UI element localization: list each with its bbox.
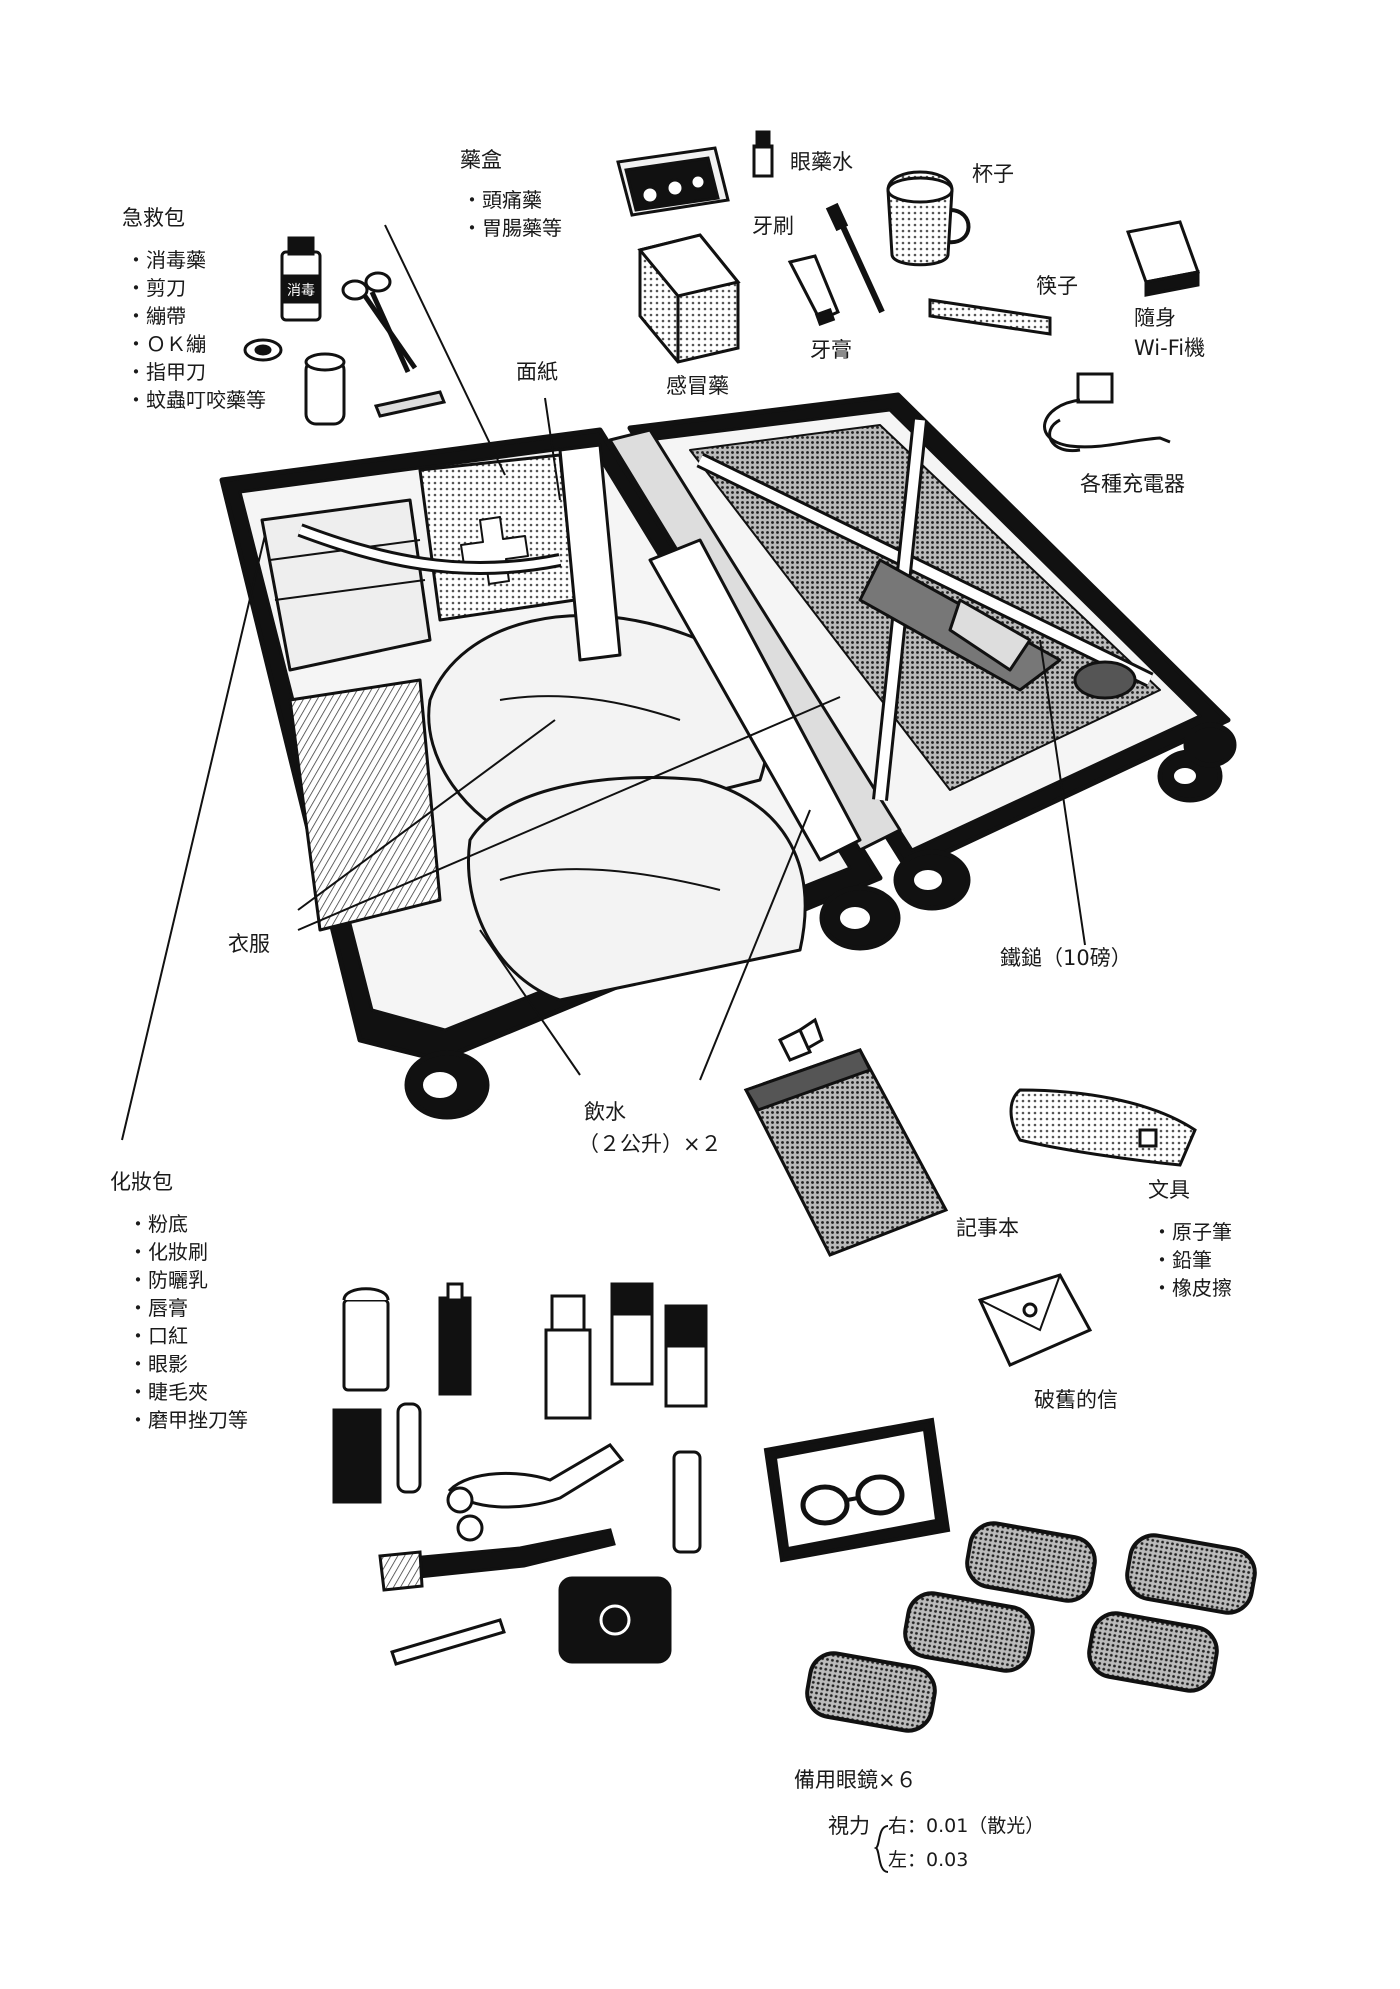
dumbbell-label: 鐵鎚（10磅）: [1000, 946, 1132, 970]
toothbrush-label: 牙刷: [752, 214, 794, 238]
first-aid-item: 蚊蟲叮咬藥等: [126, 386, 266, 414]
cold-medicine-label: 感冒藥: [666, 374, 729, 398]
glasses-case-illustration: [763, 1417, 951, 1563]
charger-illustration: [1043, 372, 1171, 453]
cup-illustration: [886, 170, 971, 267]
medicine-box-list: 頭痛藥 胃腸藥等: [462, 186, 562, 242]
tissues-label: 面紙: [516, 360, 558, 384]
makeup-items-illustration: [332, 1282, 708, 1666]
water-label-line2: （２公升）×２: [578, 1132, 722, 1156]
chargers-label: 各種充電器: [1080, 472, 1185, 496]
eyesight-label: 視力: [828, 1814, 870, 1838]
pocket-wifi-label-line2: Wi-Fi機: [1134, 336, 1206, 360]
stationery-label: 文具: [1148, 1178, 1190, 1202]
cup-label: 杯子: [972, 162, 1014, 186]
eyesight-left: 左：0.03: [888, 1849, 969, 1871]
first-aid-items-illustration: 消毒: [243, 236, 447, 426]
first-aid-item: 指甲刀: [126, 358, 266, 386]
makeup-item: 化妝刷: [128, 1238, 248, 1266]
makeup-item: 眼影: [128, 1350, 248, 1378]
makeup-item: 睫毛夾: [128, 1378, 248, 1406]
cold-medicine-box-illustration: [637, 233, 741, 364]
stationery-item: 原子筆: [1152, 1218, 1232, 1246]
medicine-box-item: 頭痛藥: [462, 186, 562, 214]
makeup-bag-list: 粉底 化妝刷 防曬乳 唇膏 口紅 眼影 睫毛夾 磨甲挫刀等: [128, 1210, 248, 1434]
pill-box-illustration: [616, 146, 730, 217]
stationery-item: 鉛筆: [1152, 1246, 1232, 1274]
stationery-list: 原子筆 鉛筆 橡皮擦: [1152, 1218, 1232, 1302]
makeup-item: 口紅: [128, 1322, 248, 1350]
old-letter-illustration: [977, 1273, 1093, 1367]
toothbrush-illustration: [825, 202, 885, 314]
first-aid-item: ＯＫ繃: [126, 330, 266, 358]
spare-glasses-cases: [805, 1521, 1257, 1733]
disinfectant-label: 消毒: [287, 283, 315, 299]
clothes-label: 衣服: [228, 932, 270, 956]
pocket-wifi-illustration: [1125, 220, 1201, 297]
water-label-line1: 飲水: [584, 1100, 626, 1124]
pocket-wifi-label-line1: 隨身: [1134, 306, 1176, 330]
first-aid-item: 剪刀: [126, 274, 266, 302]
eyesight-right: 右：0.01（散光）: [888, 1815, 1045, 1837]
makeup-bag-label: 化妝包: [110, 1170, 173, 1194]
eyesight-bracket: [873, 1825, 889, 1873]
makeup-item: 磨甲挫刀等: [128, 1406, 248, 1434]
pencil-case-illustration: [1009, 1088, 1197, 1167]
spare-glasses-label: 備用眼鏡×６: [794, 1768, 917, 1792]
chopsticks-label: 筷子: [1036, 274, 1078, 298]
notebook-label: 記事本: [956, 1216, 1019, 1240]
makeup-item: 唇膏: [128, 1294, 248, 1322]
medicine-box-item: 胃腸藥等: [462, 214, 562, 242]
makeup-item: 粉底: [128, 1210, 248, 1238]
first-aid-item: 繃帶: [126, 302, 266, 330]
suitcase-contents: [260, 419, 1154, 1002]
stationery-item: 橡皮擦: [1152, 1274, 1232, 1302]
first-aid-item: 消毒藥: [126, 246, 266, 274]
first-aid-kit-label: 急救包: [122, 206, 185, 230]
toothpaste-label: 牙膏: [810, 338, 852, 362]
chopsticks-case-illustration: [928, 298, 1052, 336]
leader-lines: [121, 224, 1086, 1141]
makeup-item: 防曬乳: [128, 1266, 248, 1294]
medicine-box-label: 藥盒: [460, 148, 502, 172]
toothpaste-illustration: [787, 254, 840, 327]
first-aid-kit-list: 消毒藥 剪刀 繃帶 ＯＫ繃 指甲刀 蚊蟲叮咬藥等: [126, 246, 266, 414]
old-letter-label: 破舊的信: [1034, 1388, 1118, 1412]
eye-drops-label: 眼藥水: [790, 150, 853, 174]
notebook-illustration: [743, 1017, 949, 1257]
eye-drops-illustration: [752, 130, 774, 178]
